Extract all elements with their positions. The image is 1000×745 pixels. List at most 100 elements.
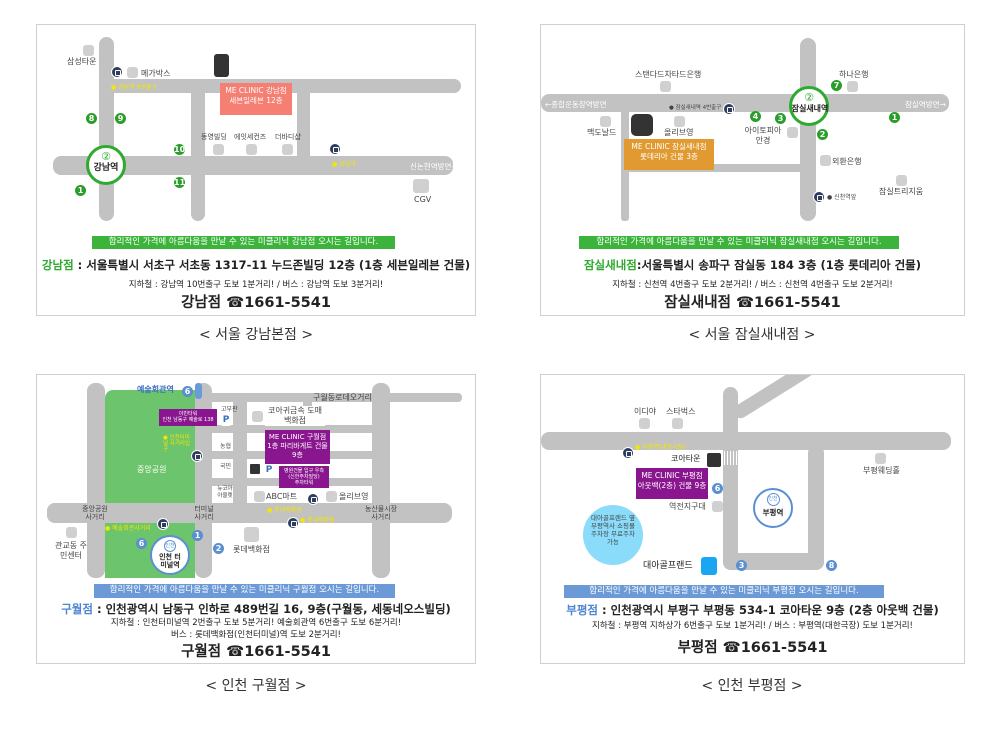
bus-stop-icon bbox=[157, 518, 169, 530]
address-line: 강남점 : 서울특별시 서초구 서초동 1317-11 누드존빌딩 12층 (1… bbox=[37, 257, 475, 273]
clinic-location-tag: ME CLINIC 강남점 세븐일레븐 12층 bbox=[220, 83, 292, 115]
bus-stop-label: ● 강남역 9번출구 bbox=[111, 84, 158, 91]
parking-icon: P bbox=[264, 465, 274, 476]
crosswalk bbox=[724, 451, 737, 465]
road bbox=[723, 387, 738, 570]
road bbox=[808, 445, 824, 570]
bus-stop-icon bbox=[307, 493, 319, 505]
building-icon bbox=[326, 491, 337, 502]
phone-number[interactable]: 강남점 ☎1661-5541 bbox=[181, 295, 331, 311]
phone-number[interactable]: 잠실새내점 ☎1661-5541 bbox=[664, 295, 841, 311]
bus-stop-text: 롯데백화점 bbox=[274, 507, 302, 514]
crossing-label: 중앙공원 사거리 bbox=[82, 505, 108, 521]
bus-stop-text: 강남역 9번출구 bbox=[118, 84, 158, 91]
exit-number: 1 bbox=[75, 185, 86, 196]
place-label: 더바디샵 bbox=[275, 133, 301, 141]
place-label: 잠실트리지움 bbox=[879, 187, 924, 196]
place-label: 메가박스 bbox=[141, 69, 171, 78]
info-banner: 합리적인 가격에 아름다움을 만날 수 있는 미클리닉 잠실새내점 오시는 길입… bbox=[579, 236, 899, 249]
exit-number: 2 bbox=[817, 129, 828, 140]
parking-tag: 이빈타워 인천 남동구 예술로 138 bbox=[159, 409, 217, 426]
address-line: 부평점 : 인천광역시 부평구 부평동 534-1 코아타운 9층 (2층 아웃… bbox=[541, 602, 964, 618]
transit-info: 지하철 : 부평역 지하상가 6번출구 도보 1분거리! / 버스 : 부평역(… bbox=[592, 621, 913, 631]
clinic-building-marker bbox=[250, 464, 260, 474]
crossing-label: 농산물시장 사거리 bbox=[364, 505, 398, 521]
road bbox=[541, 432, 951, 450]
bus-stop-icon bbox=[723, 103, 735, 115]
bus-stop-text: 신천역앞 bbox=[834, 194, 857, 201]
jamsil-map-panel: ←종합운동장역방면 잠실역방면→ 스탠다드차타드은행 하나은행 ● 잠실새내역 … bbox=[540, 24, 965, 316]
place-label: 역전지구대 bbox=[669, 502, 706, 511]
exit-number: 8 bbox=[86, 113, 97, 124]
building-icon bbox=[246, 144, 257, 155]
station-line: 인천 bbox=[766, 493, 780, 506]
station-marker: 인천 인천 터미널역 bbox=[150, 535, 190, 575]
bus-stop-text: 예술회관사거리 bbox=[112, 525, 151, 532]
info-banner: 합리적인 가격에 아름다움을 만날 수 있는 미클리닉 부평점 오시는 길입니다… bbox=[564, 585, 884, 598]
road bbox=[233, 400, 247, 505]
building-icon bbox=[660, 81, 671, 92]
place-label: 스탠다드차타드은행 bbox=[635, 70, 702, 79]
bupyeong-map-panel: 이디야 스타벅스 ● 부평역(대한극장) 코아타운 ME CLINIC 부평점 … bbox=[540, 374, 965, 664]
bus-stop-label: ● 잠실새내역 4번출구 bbox=[669, 105, 722, 111]
place-label: 중앙공원 bbox=[137, 465, 167, 474]
clinic-building-marker bbox=[631, 114, 653, 136]
phone-number[interactable]: 구월점 ☎1661-5541 bbox=[181, 644, 331, 660]
place-label: 삼성타운 bbox=[67, 57, 97, 66]
address-text: : 인천광역시 남동구 인하로 489번길 16, 9층(구월동, 세동네오스빌… bbox=[92, 602, 451, 616]
bus-stop-label: ● 신천역앞 bbox=[827, 194, 857, 201]
clinic-building-marker bbox=[214, 54, 229, 77]
jamsil-caption: < 서울 잠실새내점 > bbox=[688, 327, 816, 343]
building-icon bbox=[600, 116, 611, 127]
station-name: 잠실새내역 bbox=[791, 104, 829, 113]
clinic-tag-line: ME CLINIC 강남점 bbox=[225, 86, 287, 95]
place-label: 맥도날드 bbox=[587, 128, 617, 137]
branch-label: 잠실새내점 bbox=[583, 258, 637, 272]
building-icon bbox=[282, 144, 293, 155]
place-label: 부평웨딩홀 bbox=[863, 466, 900, 475]
place-label: 이디야 bbox=[634, 407, 657, 416]
building-icon bbox=[413, 179, 429, 193]
building-icon bbox=[127, 67, 138, 78]
building-icon bbox=[83, 45, 94, 56]
building-icon bbox=[213, 144, 224, 155]
golf-land-marker bbox=[701, 557, 717, 575]
road bbox=[541, 94, 949, 112]
parking-note-line: 대아골프랜드 옆 bbox=[591, 514, 635, 522]
clinic-tag-line: 롯데리아 건물 3층 bbox=[640, 152, 698, 161]
bus-stop-text: 부평역(대한극장) bbox=[642, 444, 686, 451]
place-label: ABC마트 bbox=[266, 492, 298, 501]
parking-tag-line: 이빈타워 bbox=[178, 411, 198, 417]
station-line-number: ② bbox=[804, 91, 814, 104]
clinic-tag-line: ME CLINIC 잠실새내점 bbox=[631, 142, 707, 151]
address-line: 잠실새내점:서울특별시 송파구 잠실동 184 3층 (1층 롯데리아 건물) bbox=[541, 257, 964, 273]
building-icon bbox=[896, 175, 907, 186]
clinic-tag-line: 세븐일레븐 12층 bbox=[229, 96, 283, 105]
road bbox=[53, 156, 453, 175]
exit-number: 2 bbox=[213, 543, 224, 554]
building-icon bbox=[847, 81, 858, 92]
place-label: 아이토피아 안경 bbox=[744, 126, 782, 145]
building-icon bbox=[672, 418, 683, 429]
bus-stop-label: ● 부평역(대한극장) bbox=[635, 444, 686, 451]
building-icon bbox=[674, 116, 685, 127]
address-text: : 인천광역시 부평구 부평동 534-1 코아타운 9층 (2층 아웃백 건물… bbox=[598, 603, 939, 617]
station-name: 강남역 bbox=[93, 163, 119, 173]
direction-label: ←종합운동장역방면 bbox=[545, 100, 607, 109]
phone-number[interactable]: 부평점 ☎1661-5541 bbox=[677, 640, 828, 656]
road bbox=[297, 79, 310, 159]
parking-info-bubble: 대아골프랜드 옆 부평역사 쇼핑몰 주차장 무료주차 가능 bbox=[583, 505, 643, 565]
place-label: 농협 bbox=[220, 443, 232, 450]
transit-info: 버스 : 롯데백화점(인천터미널)역 도보 2분거리! bbox=[171, 630, 341, 640]
place-label: 스타벅스 bbox=[666, 407, 696, 416]
station-exit-marker bbox=[195, 383, 202, 399]
bus-stop-label: ● 강남역 bbox=[332, 161, 356, 168]
address-text: :서울특별시 송파구 잠실동 184 3층 (1층 롯데리아 건물) bbox=[636, 258, 922, 272]
place-label: CGV bbox=[414, 195, 432, 204]
building-icon bbox=[820, 155, 831, 166]
branch-label: 구월점 bbox=[61, 602, 93, 616]
bus-stop-icon bbox=[813, 191, 825, 203]
building-icon bbox=[639, 418, 650, 429]
building-icon bbox=[66, 527, 77, 538]
clinic-tag-line: 아웃백(2층) 건물 9층 bbox=[637, 481, 707, 490]
